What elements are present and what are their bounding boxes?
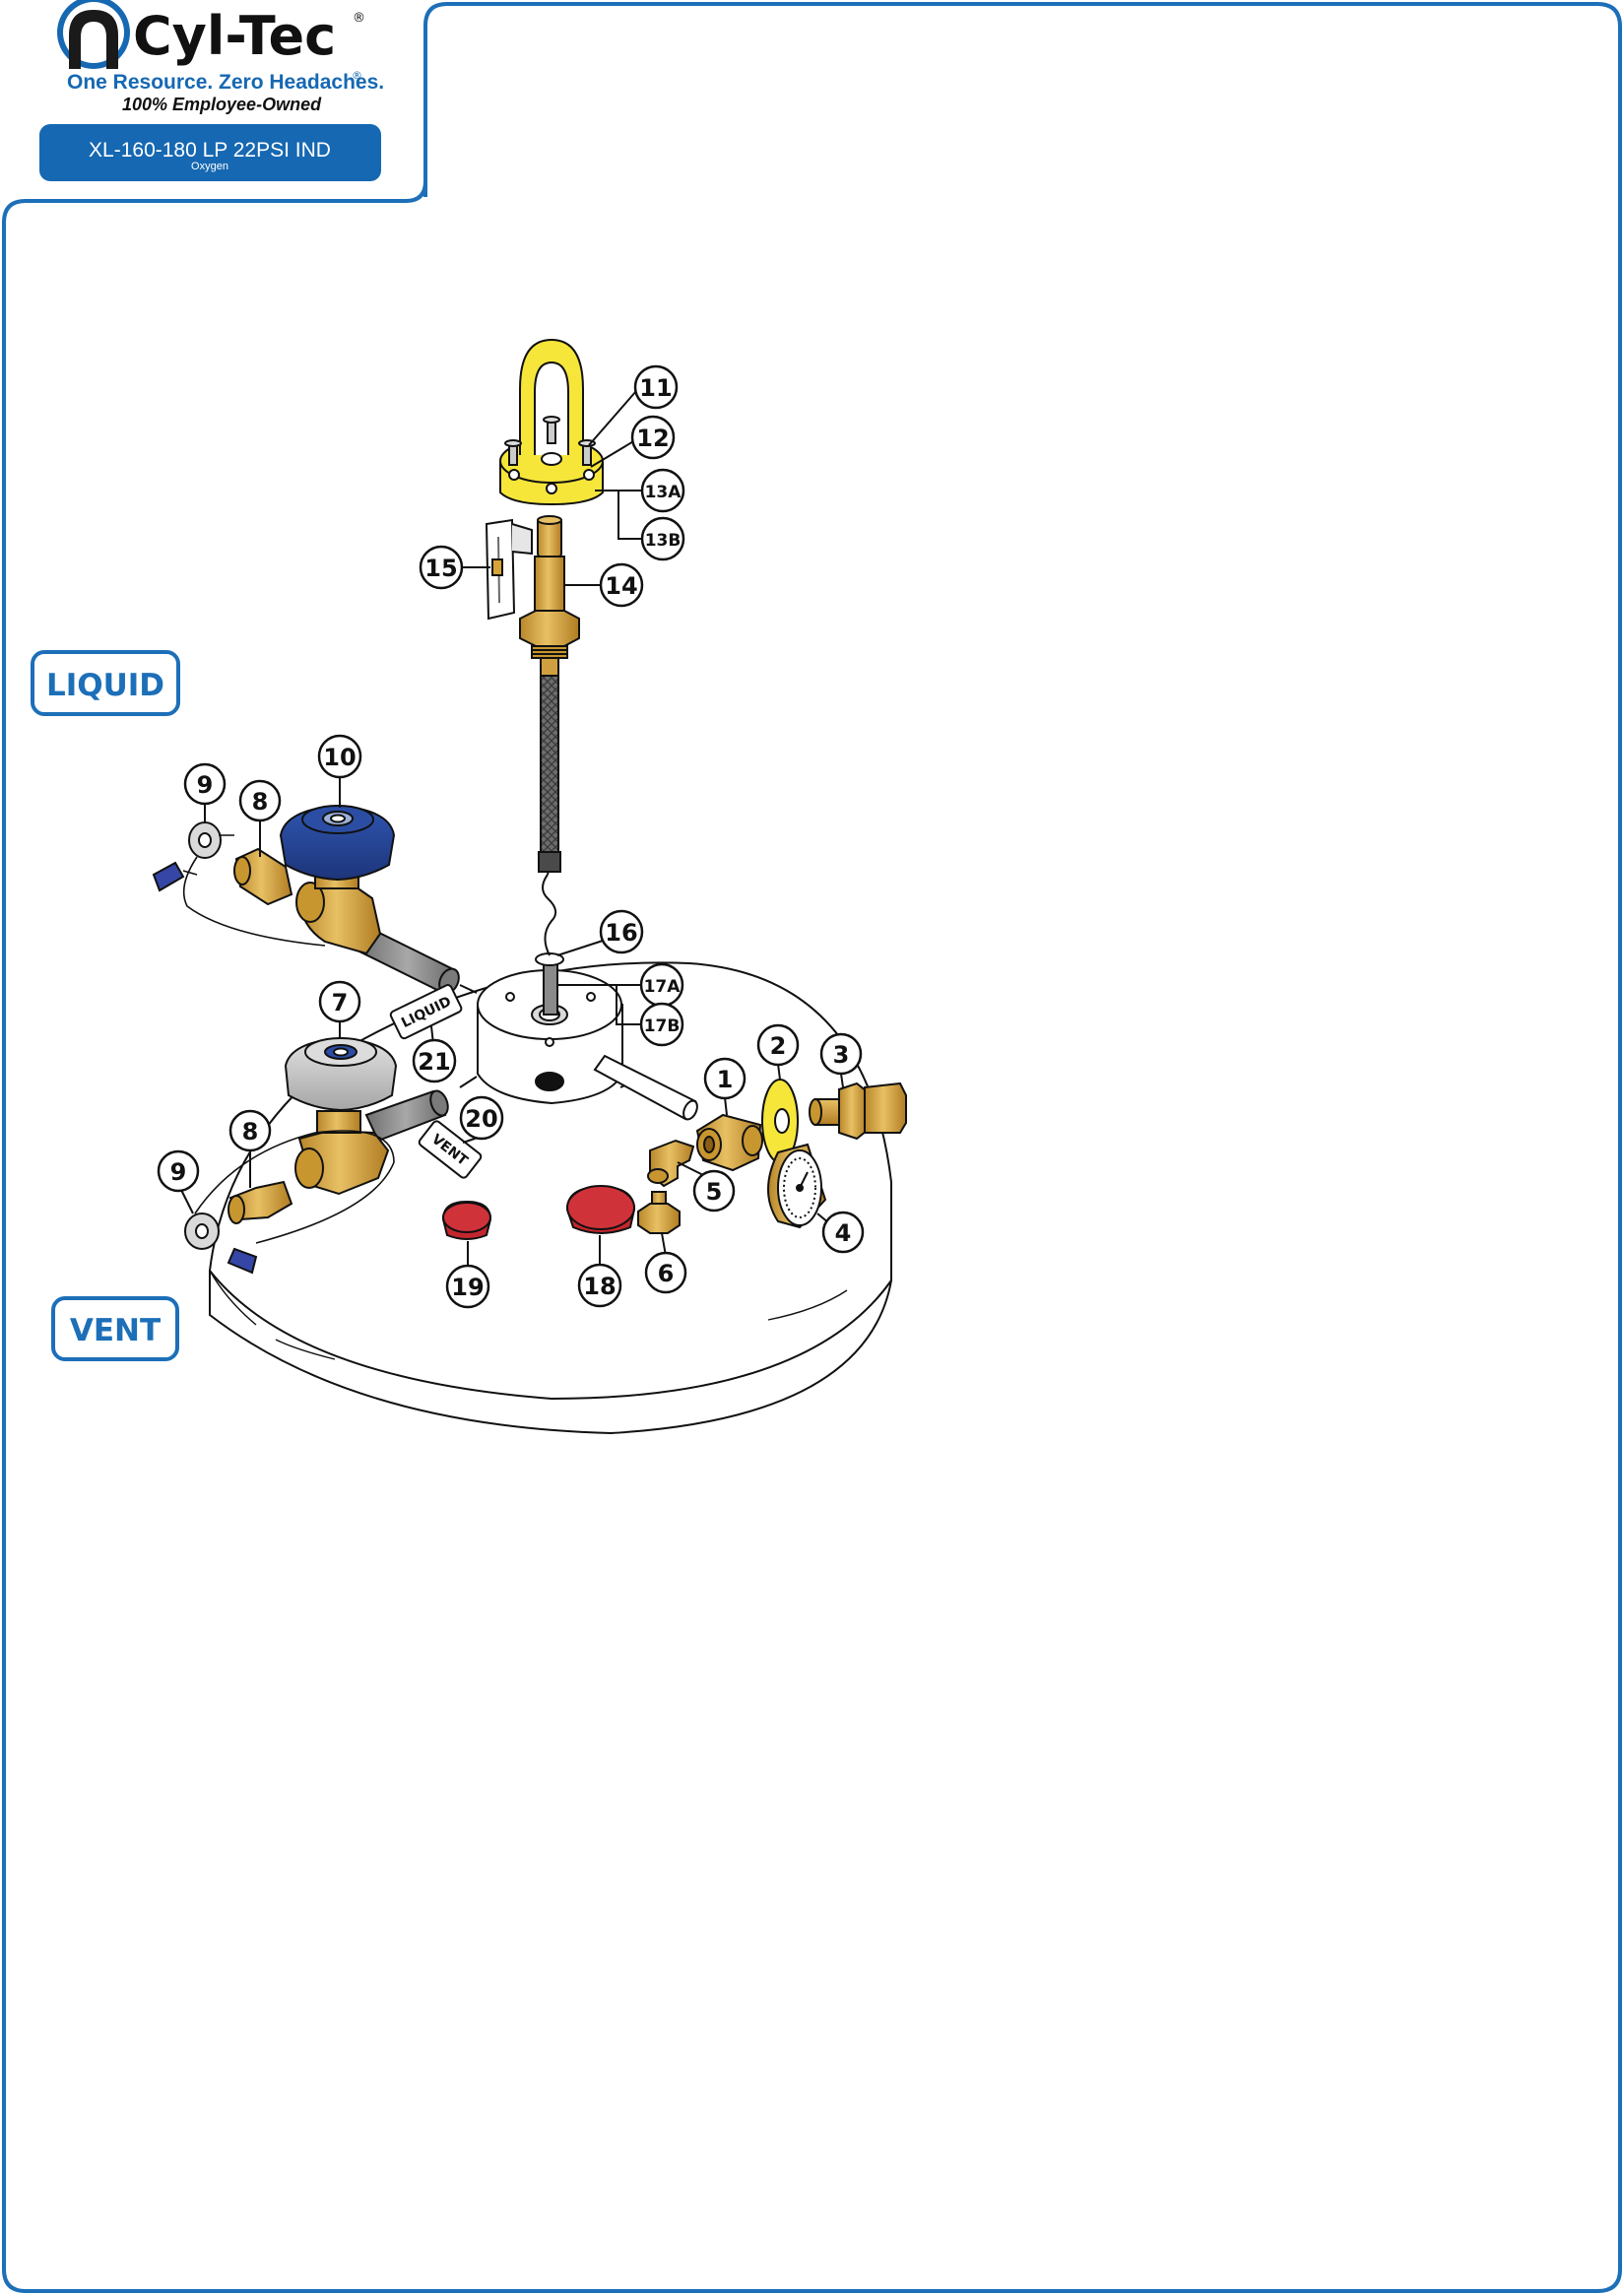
model-banner: XL-160-180 LP 22PSI IND Oxygen [39,124,381,181]
brass-elbow [647,1139,695,1188]
brand-tagline: One Resource. Zero Headaches. [67,71,384,94]
svg-text:9: 9 [170,1158,187,1186]
callout-3: 3 [819,1032,863,1076]
brand-subtagline: 100% Employee-Owned [122,95,322,114]
callout-11: 11 [633,364,679,410]
svg-text:13B: 13B [645,531,682,551]
callout-6: 6 [644,1251,687,1294]
tagline-mark: ® [352,69,362,82]
vent-cap-9 [184,1130,395,1275]
registered-mark: ® [353,11,365,26]
svg-text:21: 21 [418,1048,450,1076]
brand-logo: Cyl-Tec ® One Resource. Zero Headaches. … [57,0,384,114]
callout-13a: 13A [640,468,685,513]
callouts: 11 12 13A 13B 14 15 10 9 8 16 17A 17B 7 … [157,364,865,1309]
callout-13b: 13B [640,516,685,561]
liquid-section-label: LIQUID [31,650,180,716]
callout-5: 5 [692,1169,736,1213]
callout-14: 14 [599,562,644,608]
callout-4: 4 [821,1211,865,1254]
dip-tube [535,952,564,1016]
svg-text:20: 20 [465,1105,497,1133]
callout-7: 7 [318,980,361,1023]
callout-19: 19 [445,1264,490,1309]
svg-text:19: 19 [451,1274,484,1301]
leader-lines [180,390,844,1269]
callout-20: 20 [459,1095,504,1141]
svg-text:2: 2 [770,1032,787,1060]
liquid-label-text: LIQUID [46,668,164,703]
callout-17a: 17A [639,962,684,1008]
red-cap-small [441,1200,492,1240]
svg-text:10: 10 [323,744,356,771]
probe-assembly [519,515,580,659]
braided-hose [538,655,561,873]
svg-text:11: 11 [639,374,672,402]
svg-text:17B: 17B [644,1016,681,1036]
svg-text:13A: 13A [645,483,682,502]
liquid-cap-9 [152,821,326,947]
callout-9b: 9 [157,1149,200,1193]
callout-8a: 8 [238,779,282,822]
svg-text:5: 5 [706,1178,723,1206]
callout-1: 1 [703,1057,747,1100]
brass-tee [695,1113,763,1172]
callout-18: 18 [577,1263,622,1308]
svg-text:17A: 17A [644,977,682,997]
callout-2: 2 [756,1023,800,1067]
float-hook [542,866,557,956]
svg-text:9: 9 [197,771,214,799]
level-indicator [485,518,533,621]
pressure-gauge [767,1143,827,1229]
callout-16: 16 [599,909,644,954]
liquid-valve [279,804,460,995]
svg-text:3: 3 [833,1041,850,1069]
callout-8b: 8 [228,1109,272,1152]
brass-plug [637,1191,681,1234]
svg-text:6: 6 [658,1260,675,1287]
vent-valve [284,1036,449,1196]
svg-text:18: 18 [583,1273,616,1300]
callout-21: 21 [412,1038,457,1083]
callout-9a: 9 [183,762,227,806]
svg-text:7: 7 [332,989,349,1016]
svg-text:8: 8 [252,788,269,816]
model-title: XL-160-180 LP 22PSI IND [89,139,331,162]
vent-fitting-8 [227,1180,293,1224]
brand-name: Cyl-Tec [133,5,336,67]
svg-text:1: 1 [717,1066,734,1093]
callout-17b: 17B [639,1002,684,1047]
red-cap-large [565,1185,636,1234]
svg-text:12: 12 [636,425,669,452]
callout-12: 12 [630,415,676,460]
yellow-gasket [761,1079,799,1163]
relief-valve [809,1082,907,1141]
svg-text:8: 8 [242,1118,259,1146]
svg-text:14: 14 [605,572,637,600]
callout-10: 10 [317,734,362,779]
liquid-fitting-8 [233,847,293,906]
svg-text:4: 4 [835,1219,852,1247]
model-subtitle: Oxygen [191,161,228,172]
vent-label-text: VENT [70,1313,161,1348]
svg-text:16: 16 [605,919,637,947]
lifting-handle [499,338,604,506]
vent-section-label: VENT [51,1296,179,1361]
svg-text:15: 15 [424,555,457,582]
callout-15: 15 [419,545,464,590]
pipe-stub [593,1054,698,1121]
